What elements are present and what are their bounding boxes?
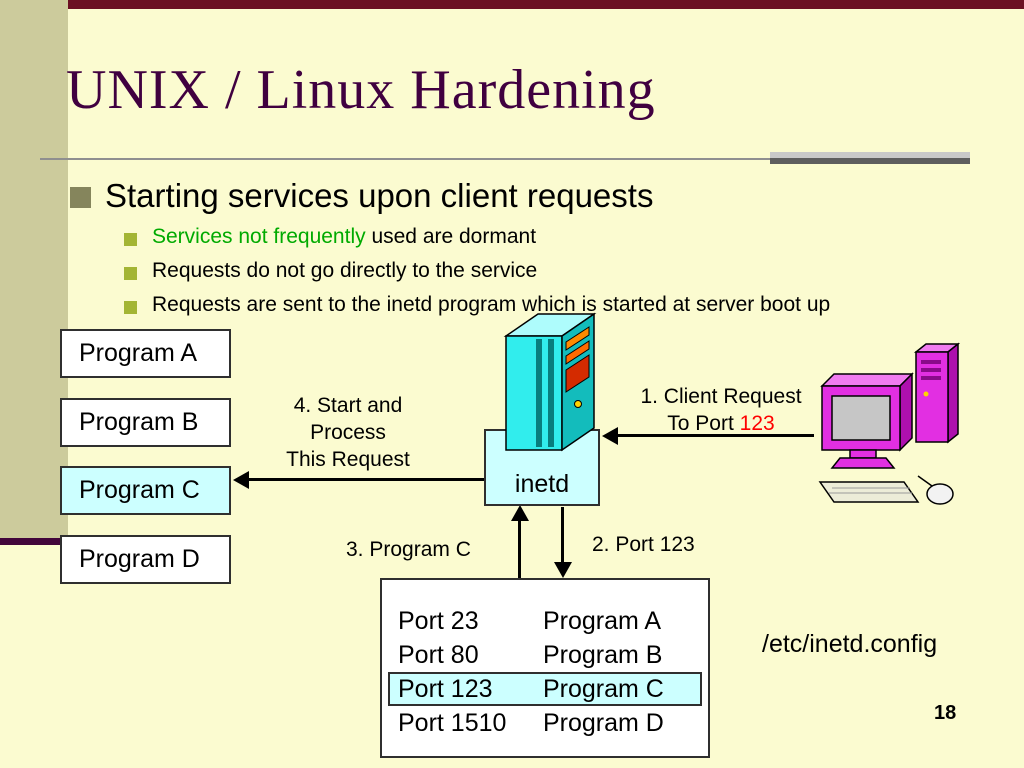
config-file-path: /etc/inetd.config xyxy=(762,630,938,658)
port-cell: Port 23 xyxy=(398,606,479,635)
top-accent-bar xyxy=(68,0,1024,9)
port-table-row: Port 80 Program B xyxy=(382,638,708,672)
port-table-row-highlighted: Port 123 Program C xyxy=(388,672,702,706)
program-a-label: Program A xyxy=(79,339,198,367)
program-cell: Program D xyxy=(543,708,664,737)
arrow-4-label-line3: This Request xyxy=(286,448,410,471)
left-accent-bar xyxy=(0,0,68,538)
sub-bullet-1-rest-text: used are dormant xyxy=(365,225,537,248)
title-divider-accent xyxy=(770,152,970,164)
arrow-3-line xyxy=(518,519,521,578)
slide-title: UNIX / Linux Hardening xyxy=(66,59,656,121)
left-accent-bar-underline xyxy=(0,538,68,545)
arrow-2-label: 2. Port 123 xyxy=(592,533,695,556)
arrow-3-head xyxy=(511,505,529,521)
main-bullet-text: Starting services upon client requests xyxy=(105,177,654,214)
arrow-1-label-line2: To Port 123 xyxy=(667,412,775,435)
arrow-4-label-line1: 4. Start and xyxy=(293,394,403,417)
arrow-4-label: 4. Start and Process This Request xyxy=(262,392,434,473)
sub-bullet-2: Requests do not go directly to the servi… xyxy=(152,259,538,282)
port-cell: Port 1510 xyxy=(398,708,507,737)
program-cell: Program B xyxy=(543,640,663,669)
sub-bullet-square xyxy=(124,233,137,246)
sub-bullet-1-green-text: Services not frequently xyxy=(152,225,366,248)
port-table-row: Port 23 Program A xyxy=(382,604,708,638)
program-c-label: Program C xyxy=(79,476,200,504)
client-computer-icon xyxy=(818,342,961,505)
arrow-1-port-number: 123 xyxy=(739,412,775,435)
program-b-label: Program B xyxy=(79,408,199,436)
program-b-box: Program B xyxy=(60,398,231,447)
port-cell: Port 123 xyxy=(398,674,493,703)
arrow-1-head xyxy=(602,427,618,445)
page-number: 18 xyxy=(934,702,957,724)
program-c-box: Program C xyxy=(60,466,231,515)
arrow-1-label: 1. Client Request To Port 123 xyxy=(616,383,826,437)
sub-bullet-1: Services not frequently used are dormant xyxy=(152,225,536,249)
program-d-box: Program D xyxy=(60,535,231,584)
title-divider-line xyxy=(40,158,970,160)
program-d-label: Program D xyxy=(79,545,200,573)
inetd-box: inetd xyxy=(484,429,600,506)
program-cell: Program C xyxy=(543,674,664,703)
arrow-2-head xyxy=(554,562,572,578)
program-cell: Program A xyxy=(543,606,662,635)
arrow-4-head xyxy=(233,471,249,489)
main-bullet-square xyxy=(70,187,91,208)
arrow-3-label: 3. Program C xyxy=(346,538,471,561)
sub-bullet-square xyxy=(124,267,137,280)
inetd-label: inetd xyxy=(514,470,570,498)
sub-bullet-square xyxy=(124,301,137,314)
port-table: Port 23 Program A Port 80 Program B Port… xyxy=(380,578,710,758)
arrow-2-line xyxy=(561,507,564,562)
arrow-4-line xyxy=(249,478,484,481)
arrow-1-line xyxy=(618,434,814,437)
arrow-4-label-line2: Process xyxy=(310,421,386,444)
arrow-1-label-line1: 1. Client Request xyxy=(640,385,802,408)
server-tower-icon xyxy=(503,312,597,452)
port-cell: Port 80 xyxy=(398,640,479,669)
sub-bullet-3: Requests are sent to the inetd program w… xyxy=(152,293,831,316)
port-table-row: Port 1510 Program D xyxy=(382,706,708,740)
program-a-box: Program A xyxy=(60,329,231,378)
